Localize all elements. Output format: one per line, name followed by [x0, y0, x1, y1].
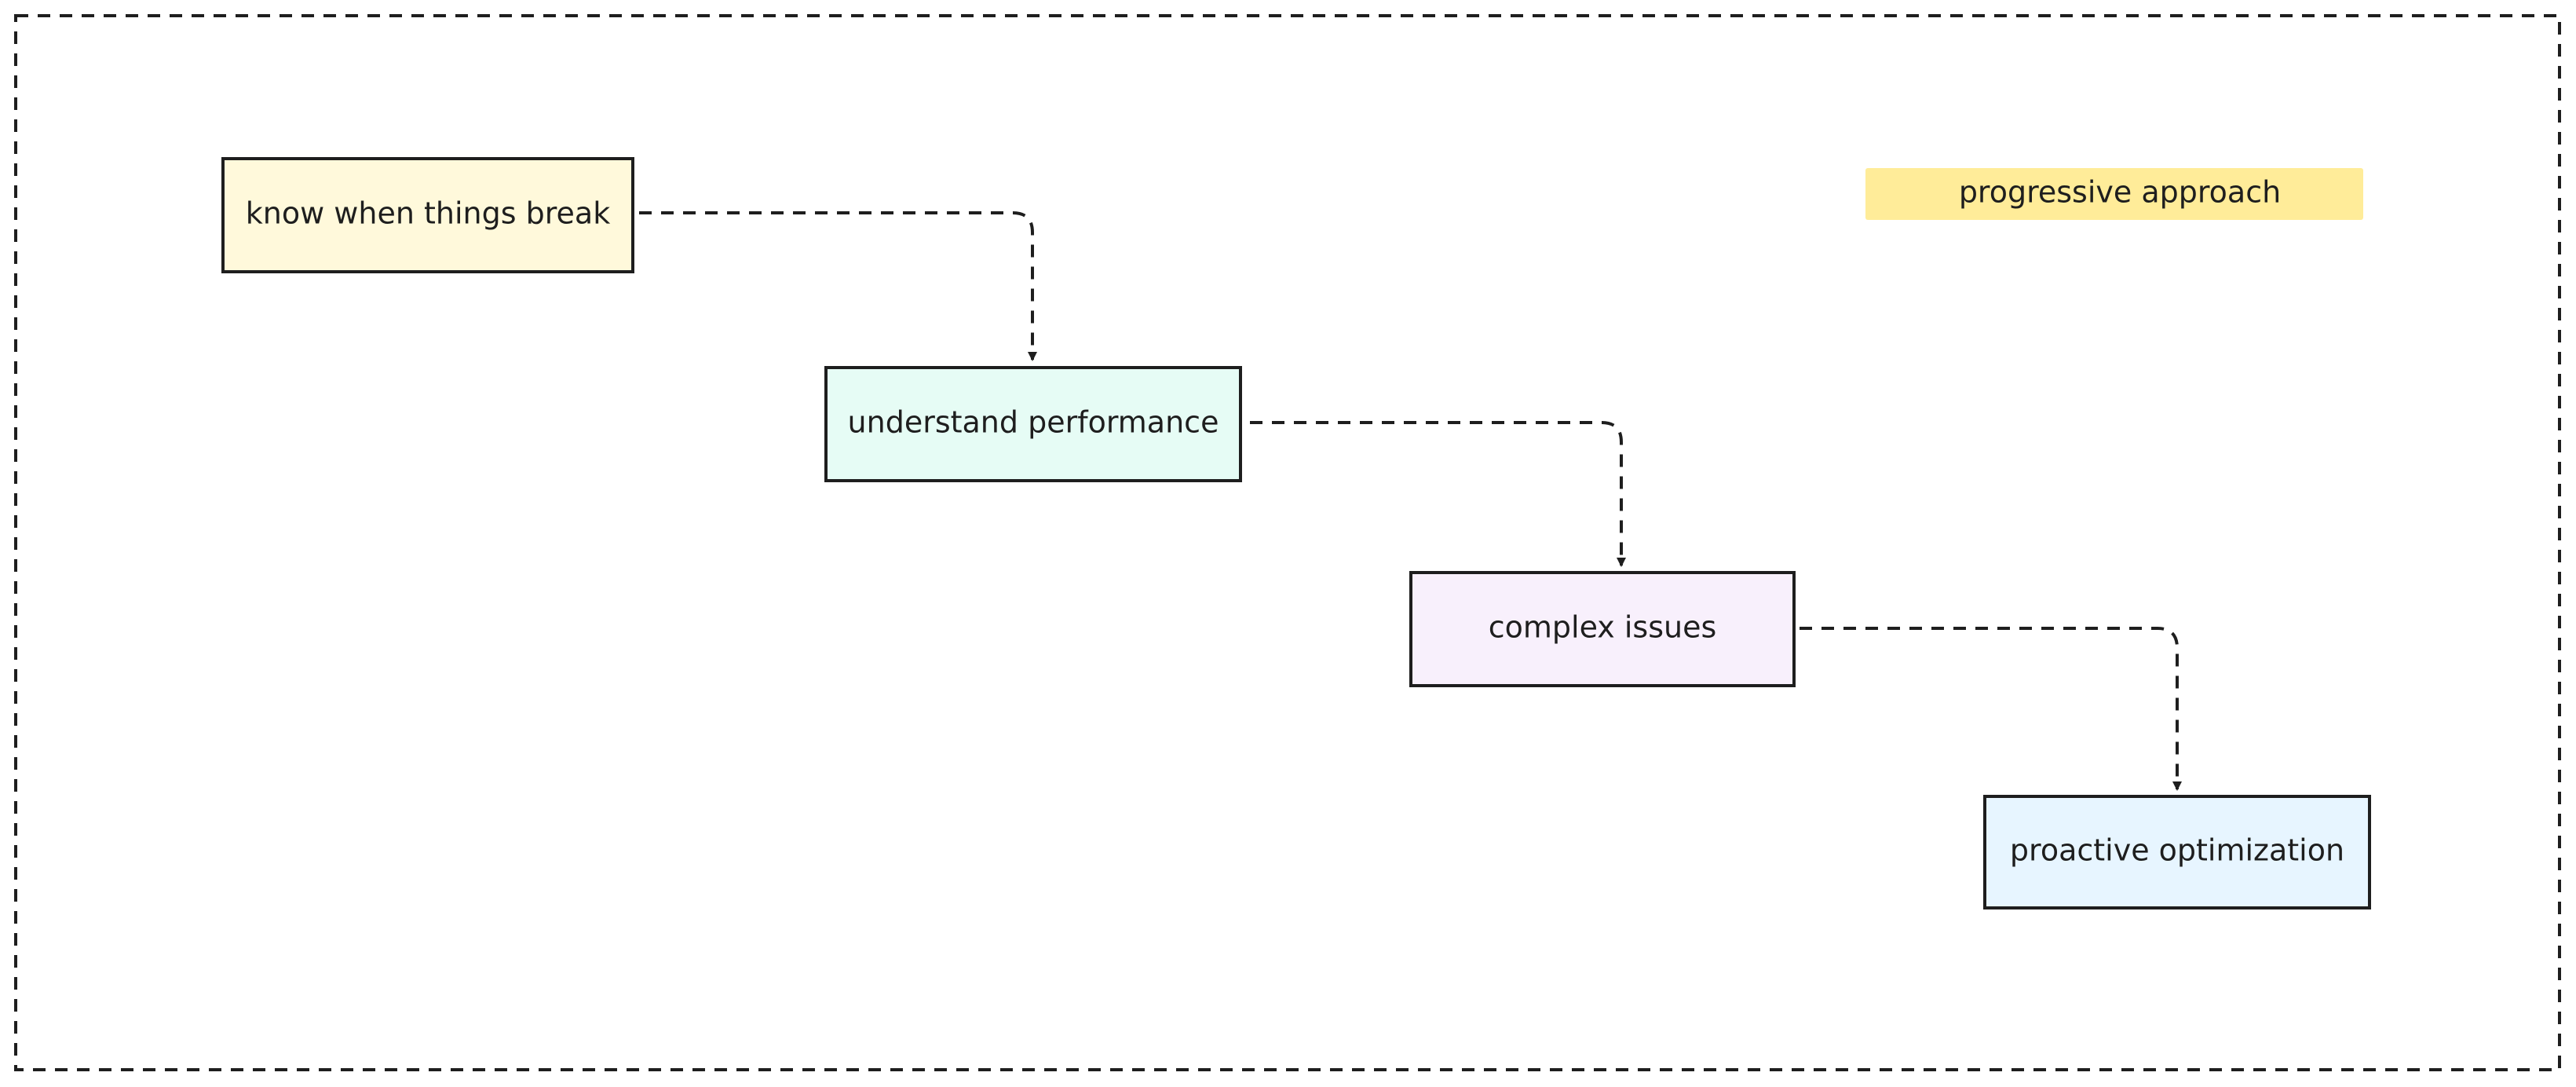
edge-step3-to-step4[interactable]: [1800, 627, 2182, 791]
step-complex-issues[interactable]: complex issues: [1409, 571, 1796, 687]
step-box: [221, 157, 634, 273]
note-highlight: [1865, 168, 2363, 220]
step-label: complex issues: [1489, 610, 1717, 645]
outer-dashed-frame: [14, 14, 2561, 1071]
step-label: understand performance: [848, 405, 1219, 440]
note-progressive-approach[interactable]: progressive approach: [1865, 168, 2363, 220]
step-box: [1983, 795, 2371, 909]
step-box: [824, 366, 1242, 482]
step-understand-performance[interactable]: understand performance: [824, 366, 1242, 482]
step-box: [1409, 571, 1796, 687]
edge-step2-to-step3[interactable]: [1250, 421, 1626, 567]
edge-step1-to-step2[interactable]: [639, 211, 1037, 361]
step-label: know when things break: [246, 196, 610, 231]
step-label: proactive optimization: [2010, 833, 2344, 868]
step-proactive-optimization[interactable]: proactive optimization: [1983, 795, 2371, 909]
step-know-when-things-break[interactable]: know when things break: [221, 157, 634, 273]
note-label: progressive approach: [1959, 175, 2281, 210]
